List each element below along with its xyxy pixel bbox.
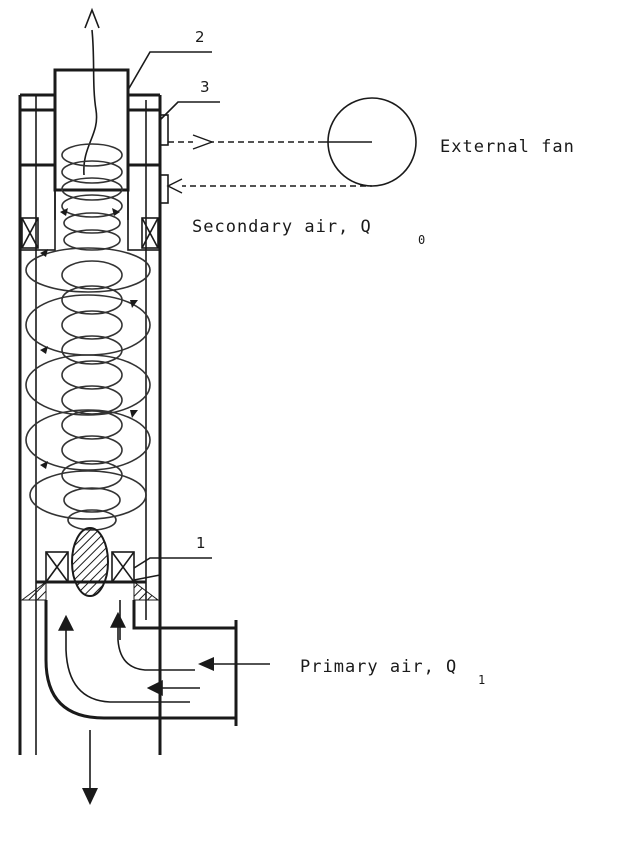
outlet-pipe [53, 68, 130, 220]
primary-air-label: Primary air, Q [300, 657, 457, 677]
callout-2: 2 [195, 28, 205, 46]
exhaust-to-fan-line [168, 134, 320, 150]
secondary-air-subscript: 0 [418, 233, 425, 247]
swirl-flow-helix [25, 143, 151, 531]
top-swirl-vanes [19, 164, 161, 251]
column-outer-walls [18, 93, 162, 755]
fan-to-secondary-line [166, 178, 372, 194]
primary-air-inlet-arrow [198, 657, 270, 671]
bottom-outlet-arrow [82, 730, 98, 805]
callout-3: 3 [200, 78, 210, 96]
callout-leaders [127, 51, 220, 581]
external-fan-label: External fan [440, 137, 575, 157]
callout-1: 1 [196, 534, 206, 552]
primary-swirler [20, 527, 160, 601]
external-fan [320, 97, 417, 187]
primary-air-subscript: 1 [478, 673, 485, 687]
secondary-air-label: Secondary air, Q [192, 217, 372, 237]
primary-air-elbow [44, 600, 238, 726]
primary-flow-arrows [58, 611, 200, 703]
swirl-direction-arrows [40, 208, 138, 469]
exhaust-arrow-up [83, 7, 100, 176]
